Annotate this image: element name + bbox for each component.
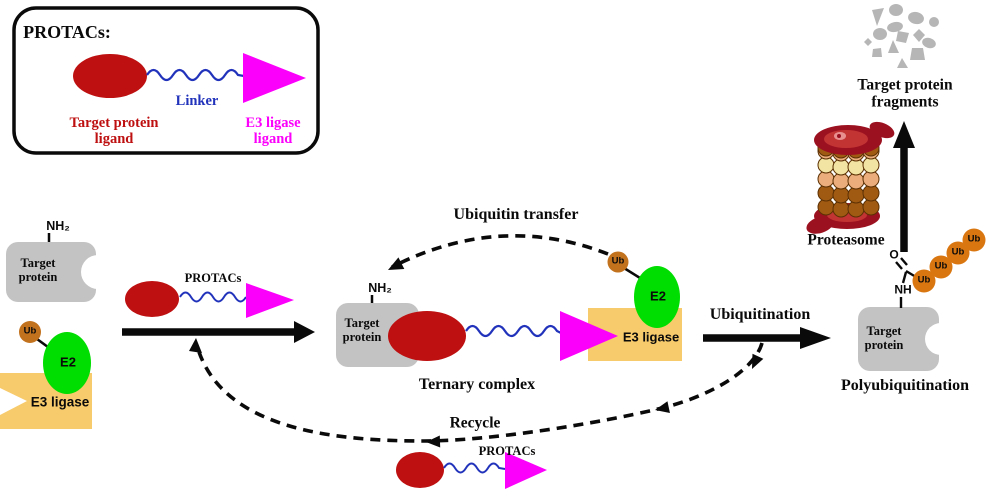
ubiquitin-transfer-arrow	[388, 234, 609, 270]
proteasome-arrow	[893, 121, 915, 252]
legend-box	[12, 6, 320, 155]
e2-ellipse	[43, 332, 91, 394]
target-ligand-label: Target protein ligand	[69, 114, 159, 147]
ternary-ub-e2-bond	[623, 266, 641, 280]
protac-molecule-recycle	[396, 452, 547, 489]
legend-title: PROTACs:	[23, 21, 111, 42]
e3-ligand-triangle	[243, 53, 306, 103]
ternary-complex-caption: Ternary complex	[418, 376, 536, 394]
initial-target-protein-label: Target protein	[18, 256, 58, 284]
initial-nh2-label: NH₂	[46, 219, 70, 233]
ubiquitin-transfer-label: Ubiquitin transfer	[453, 206, 579, 224]
linker-wave	[146, 68, 245, 82]
ternary-e2-label: E2	[650, 288, 666, 304]
initial-ub-label: Ub	[23, 325, 37, 337]
ub-chain-label-1: Ub	[917, 274, 931, 286]
ub-chain	[912, 228, 986, 293]
initial-e3-label: E3 ligase	[30, 394, 90, 410]
amide-nh-label: NH	[894, 282, 912, 297]
recycle-protacs-label: PROTACs	[478, 444, 536, 458]
ternary-ub-label: Ub	[611, 255, 625, 267]
carbonyl-o-label: O	[889, 247, 899, 262]
poly-target-protein-shape	[858, 307, 939, 371]
recycle-arrow	[189, 338, 764, 448]
reaction-arrow-1	[122, 321, 315, 343]
polyubiquitination-caption: Polyubiquitination	[840, 377, 970, 395]
e3-ligand-label: E3 ligase ligand	[245, 114, 301, 147]
ternary-e3-ligand-triangle	[560, 311, 618, 361]
ternary-linker-wave	[465, 324, 562, 338]
ub-circle	[19, 321, 41, 343]
ternary-e2-ellipse	[634, 266, 680, 328]
target-ligand-ellipse	[73, 54, 147, 98]
proteasome-graphic	[806, 121, 895, 234]
initial-target-protein-shape	[6, 233, 115, 302]
protacs-mid-label: PROTACs	[184, 271, 242, 285]
polyubiquitinated-protein-shapes	[858, 228, 986, 371]
ternary-nh2-label: NH₂	[368, 281, 392, 295]
proteasome-caption: Proteasome	[807, 231, 885, 249]
ternary-target-protein-label: Target protein	[342, 316, 382, 344]
ubiquitination-arrow	[703, 327, 831, 349]
initial-e2-label: E2	[60, 354, 76, 370]
ub-chain-label-2: Ub	[934, 260, 948, 272]
linker-label: Linker	[175, 92, 219, 109]
ternary-target-ligand-ellipse	[388, 311, 466, 361]
ub-chain-label-4: Ub	[967, 233, 981, 245]
fragments-graphic	[864, 4, 939, 68]
fragments-caption: Target protein fragments	[857, 76, 953, 111]
ternary-complex-shapes	[336, 251, 682, 367]
recycle-label: Recycle	[449, 414, 501, 432]
initial-e3-complex	[0, 321, 92, 429]
poly-target-protein-label: Target protein	[864, 324, 904, 352]
ubiquitination-label: Ubiquitination	[709, 306, 811, 324]
ternary-ub-circle	[607, 251, 629, 273]
protac-molecule-middle	[125, 281, 294, 318]
ternary-e3-label: E3 ligase	[622, 329, 680, 345]
ub-chain-label-3: Ub	[951, 246, 965, 258]
